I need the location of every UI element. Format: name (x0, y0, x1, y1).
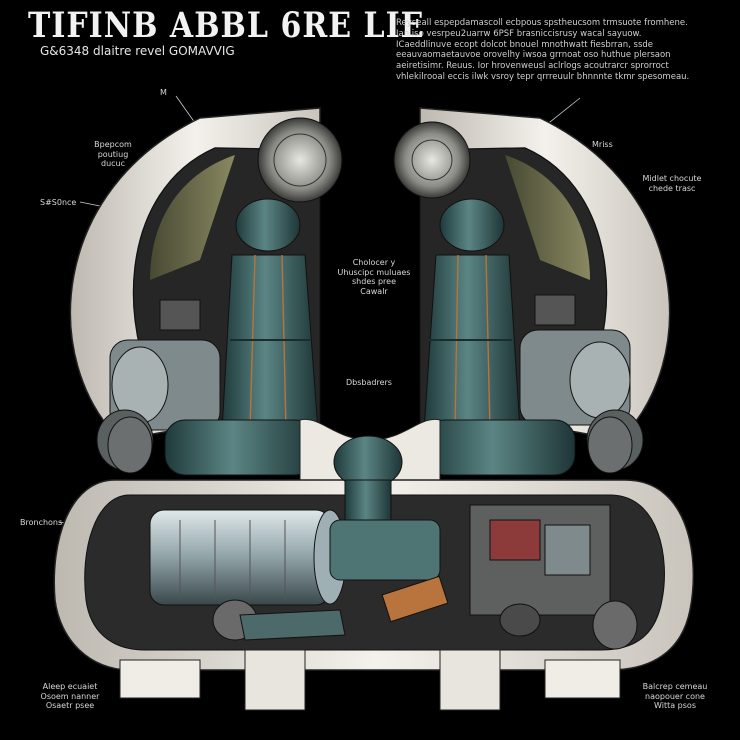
label-center: Cholocer y Uhuscipc muluaes shdes pree C… (337, 258, 411, 296)
page-subtitle: G&6348 dlaitre revel GOMAVVIG (40, 44, 235, 58)
description-text: Reyseall espepdamascoll ecbpous spstheuc… (396, 18, 690, 82)
left-seat (221, 198, 319, 431)
right-fan-disc (393, 121, 471, 199)
base-foot-left (119, 659, 201, 699)
left-fan-disc (257, 117, 343, 203)
main-tank (149, 509, 347, 606)
base-foot-right (544, 659, 621, 699)
copper-manifold (381, 575, 449, 623)
base-foot-center-right (439, 649, 501, 711)
label-aleep: Aleep ecuaiet Osoem nanner Osaetr psee (40, 682, 100, 710)
label-midlet: Midlet chocute chede trasc (642, 174, 702, 193)
label-m: M (160, 88, 167, 97)
right-seat-cushion (424, 419, 576, 476)
base-foot-center-left (244, 649, 306, 711)
right-seat (423, 198, 521, 431)
label-dbsbadrers: Dbsbadrers (346, 378, 392, 387)
engine-block (329, 519, 441, 581)
left-seat-cushion (164, 419, 316, 476)
label-balcrep: Balcrep cemeau naopouer cone Witta psos (642, 682, 708, 710)
label-bpepcom: Bpepcom poutiug ducuc (94, 140, 132, 168)
label-mriss: Mriss (592, 140, 613, 149)
left-panel-wedge (150, 155, 235, 280)
label-bronchon: Bronchons (20, 518, 63, 527)
page-title: TIFINB ABBL 6RE LIE (28, 6, 425, 47)
lower-right-machinery (469, 504, 611, 637)
right-panel-wedge (505, 155, 590, 280)
label-sfsconce: S#S0nce (40, 198, 77, 207)
